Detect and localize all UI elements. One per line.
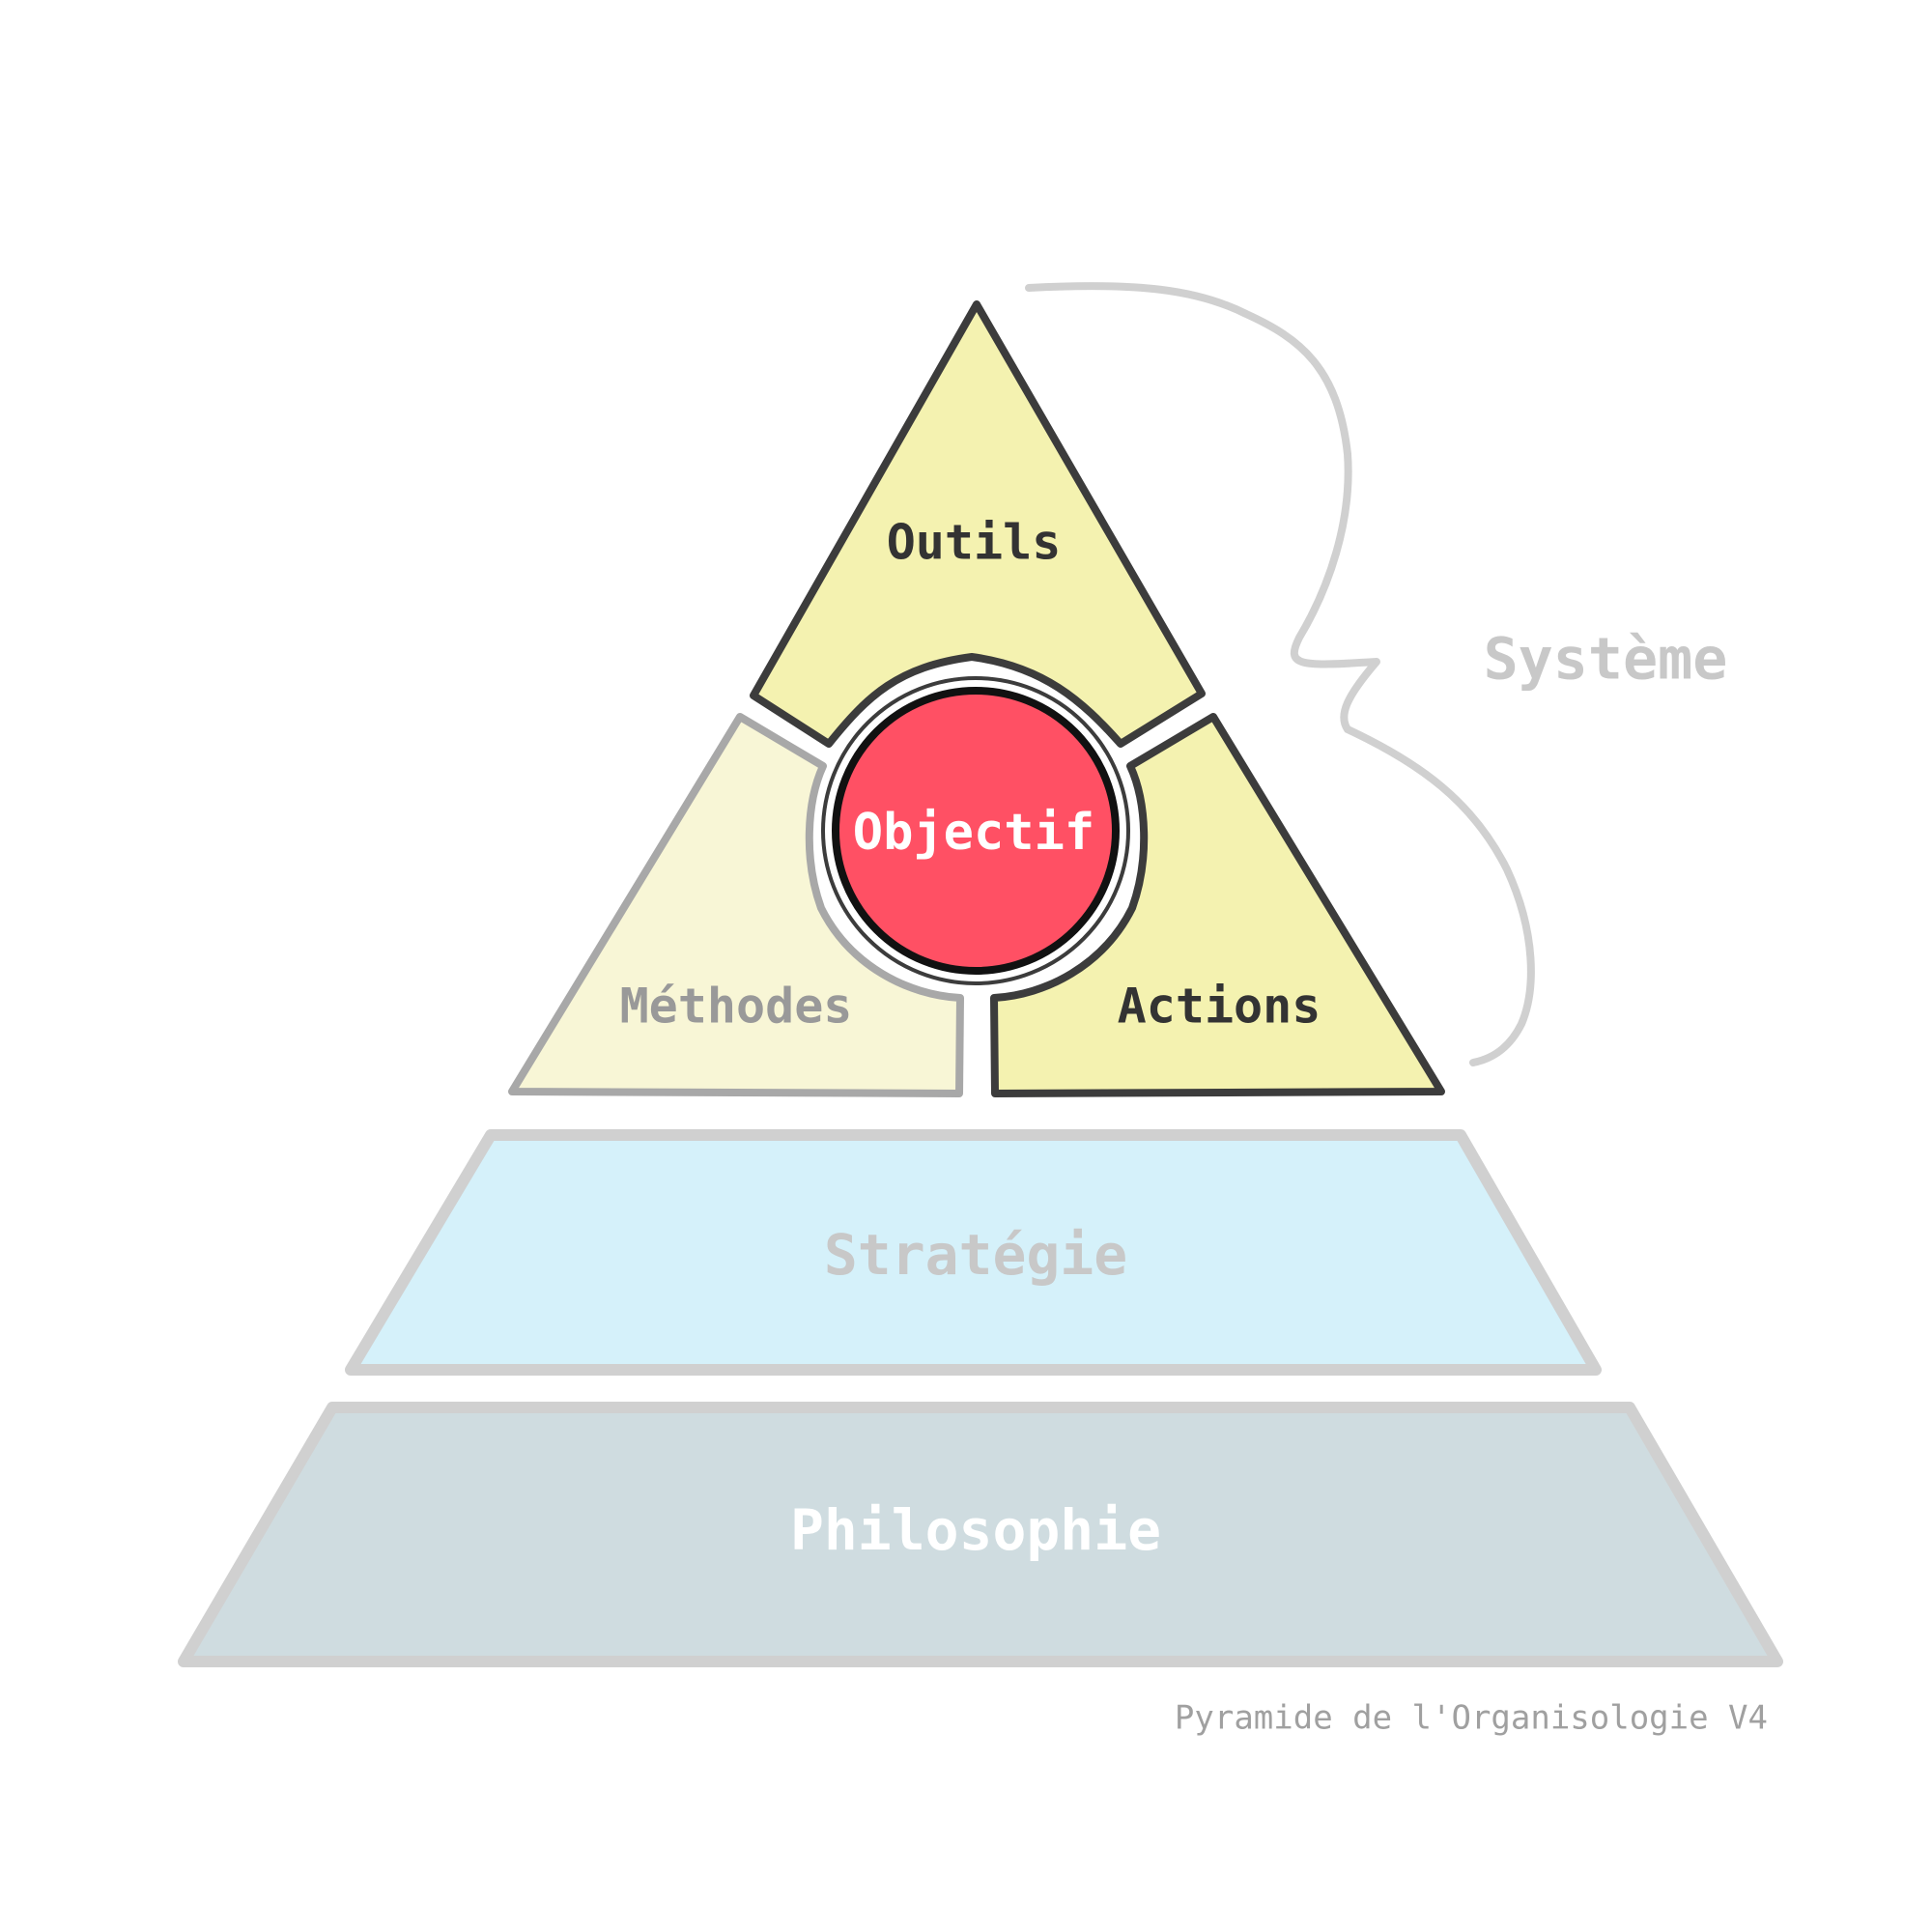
objectif-label: Objectif: [853, 804, 1094, 862]
strategie-layer: [345, 1129, 1602, 1376]
actions-section: [990, 713, 1445, 1097]
objectif-circle: [832, 687, 1120, 975]
outils-section: [750, 300, 1206, 748]
actions-label: Actions: [1118, 979, 1321, 1035]
philosophie-layer: [178, 1402, 1783, 1667]
outils-label: Outils: [887, 515, 1062, 571]
caption: Pyramide de l'Organisologie V4: [1175, 1699, 1768, 1738]
systeme-label: Système: [1484, 626, 1728, 694]
methodes-label: Méthodes: [620, 979, 853, 1035]
philosophie-label: Philosophie: [790, 1497, 1161, 1563]
systeme-brace: [1025, 282, 1535, 1066]
methodes-section: [508, 713, 964, 1097]
strategie-label: Stratégie: [824, 1222, 1127, 1288]
